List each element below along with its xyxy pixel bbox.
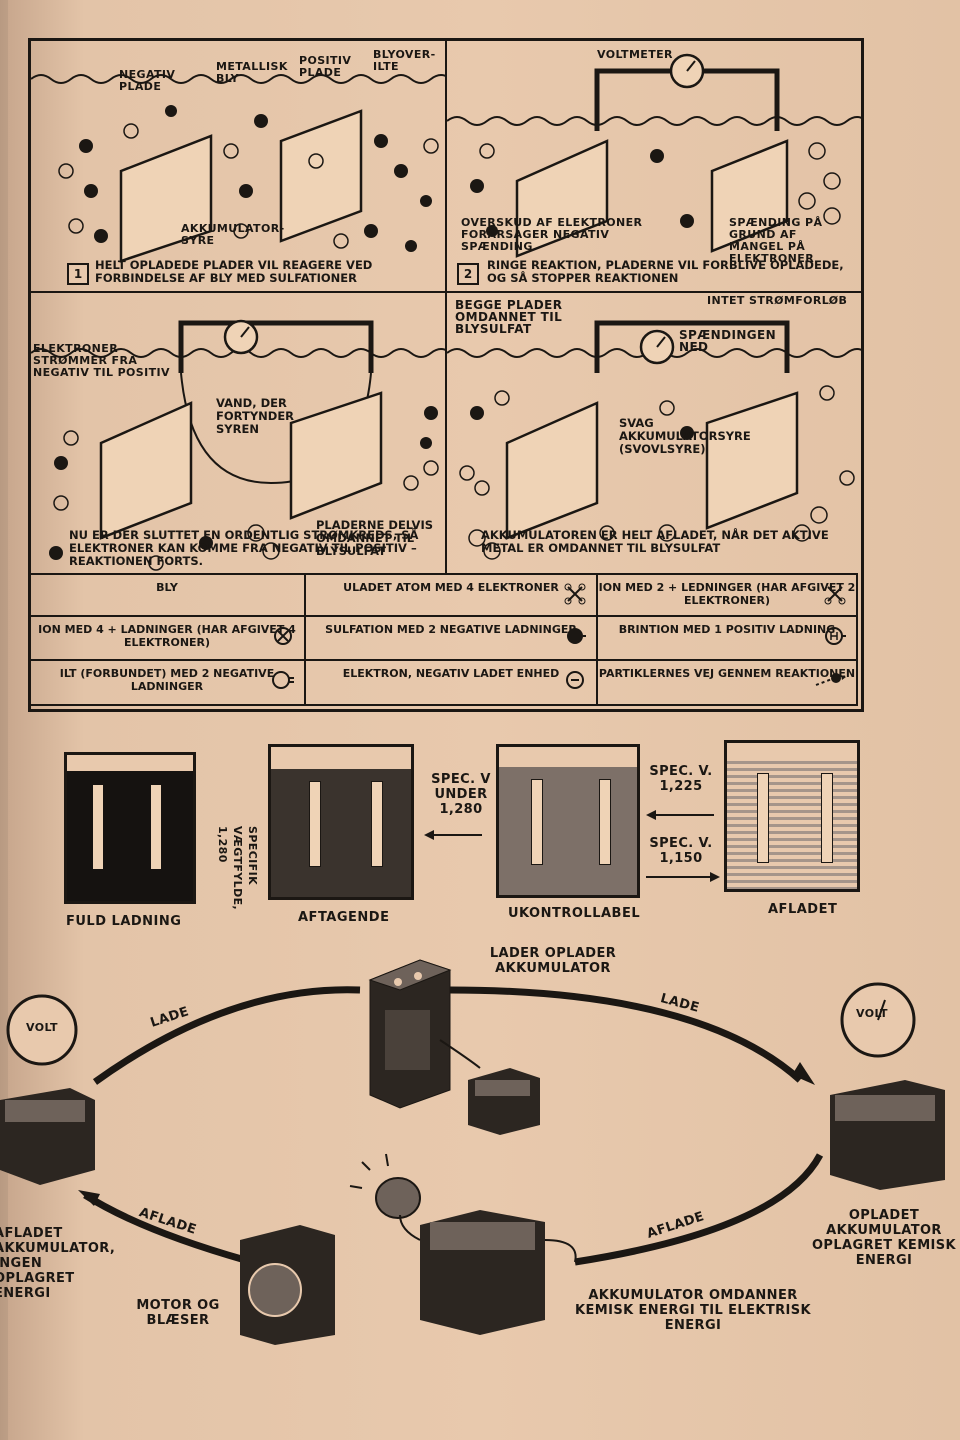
label-spec-under: SPEC. V UNDER 1,280 [431, 772, 491, 817]
label-svag-akkumulatorsyre: SVAG AKKUMULATORSYRE (SVOVLSYRE) [619, 416, 751, 456]
plate-left [93, 785, 103, 869]
panel-1-number: 1 [67, 263, 89, 285]
panel-3: ELEKTRONER STRØMMER FRA NEGATIV TIL POSI… [31, 293, 445, 573]
panel-2-number: 2 [457, 263, 479, 285]
reaction-diagram-grid: NEGATIV PLADE METALLISK BLY POSITIV PLAD… [28, 38, 864, 712]
plate-left [757, 773, 769, 863]
brintion-icon [825, 627, 846, 645]
label-opladet-akkumulator: OPLADET AKKUMULATOR OPLAGRET KEMISK ENER… [811, 1208, 957, 1268]
label-metallisk-bly: METALLISK BLY [216, 60, 288, 85]
label-lader-oplader: LADER OPLADER AKKUMULATOR [489, 946, 617, 976]
label-blyoverilte: BLYOVER-ILTE [373, 48, 436, 73]
volt-meter-left-label: VOLT [26, 1021, 58, 1034]
panel-2: VOLTMETER OVERSKUD AF ELEKTRONER FORÅRSA… [447, 41, 861, 291]
label-motor-og-blaeser: MOTOR OG BLÆSER [136, 1298, 220, 1328]
tank-afladet [724, 740, 860, 892]
arrow-to-aftagende [424, 830, 482, 840]
legend-text: ULADET ATOM MED 4 ELEKTRONER [343, 581, 559, 594]
arrow-to-afladet [646, 872, 720, 882]
ion-4-icon [274, 627, 292, 645]
label-aftagende: AFTAGENDE [298, 910, 390, 925]
label-akkumulator-omdanner: AKKUMULATOR OMDANNER KEMISK ENERGI TIL E… [575, 1288, 811, 1333]
charger-device [368, 959, 452, 1109]
label-positiv-plade: POSITIV PLADE [299, 54, 352, 79]
label-spaending: SPÆNDING PÅ GRUND AF MANGEL PÅ ELEKTRONE… [729, 216, 823, 265]
label-fuld-ladning: FULD LADNING [66, 914, 182, 929]
panel-4: BEGGE PLADER OMDANNET TIL BLYSULFAT INTE… [447, 293, 861, 573]
label-afladet-tank: AFLADET [768, 902, 838, 917]
label-specifik-vaegtfylde: SPECIFIK VÆGTFYLDE, 1,280 [216, 826, 259, 911]
plate-right [599, 779, 611, 865]
panel-4-illustration [447, 320, 861, 560]
legend-text: ILT (FORBUNDET) MED 2 NEGATIVE LADNINGER [59, 667, 275, 693]
legend-text: ION MED 2 + LEDNINGER (HAR AFGIVET 2 ELE… [598, 581, 856, 607]
panel-3-illustration [31, 319, 445, 571]
plate-right [371, 781, 383, 867]
label-vand: VAND, DER FORTYNDER SYREN [216, 396, 295, 436]
legend-cell-ion-2: ION MED 2 + LEDNINGER (HAR AFGIVET 2 ELE… [596, 573, 858, 617]
legend-cell-elektron: ELEKTRON, NEGATIV LADET ENHED [304, 659, 598, 706]
uladet-atom-icon [564, 583, 586, 605]
legend-cell-bly: BLY [28, 573, 306, 617]
ilt-icon [272, 671, 294, 689]
label-negativ-plade: NEGATIV PLADE [119, 68, 176, 93]
tank-fill-afladet [727, 761, 857, 889]
tank-fill-full [67, 771, 193, 901]
tank-aftagende [268, 744, 414, 900]
tank-fuld-ladning [64, 752, 196, 904]
ion-2-icon [824, 586, 846, 605]
panel-4-caption: AKKUMULATOREN ER HELT AFLADET, NÅR DET A… [481, 528, 829, 555]
legend-text: PARTIKLERNES VEJ GENNEM REAKTIONEN [598, 667, 856, 680]
legend-cell-ilt: ILT (FORBUNDET) MED 2 NEGATIVE LADNINGER [28, 659, 306, 706]
cycle-illustration [0, 959, 945, 1345]
volt-meter-right-label: VOLT [856, 1007, 888, 1020]
legend-cell-ion-4: ION MED 4 + LADNINGER (HAR AFGIVET 4 ELE… [28, 615, 306, 661]
elektron-icon [566, 671, 584, 689]
arrow-to-ukontrollabel [646, 810, 714, 820]
panel-2-caption: RINGE REAKTION, PLADERNE VIL FORBLIVE OP… [487, 258, 844, 285]
plate-right [151, 785, 161, 869]
legend-text: SULFATION MED 2 NEGATIVE LADNINGER [325, 623, 577, 636]
grid-divider-vertical [445, 41, 447, 573]
label-elektroner-strommer: ELEKTRONER STRØMMER FRA NEGATIV TIL POSI… [33, 342, 170, 379]
legend-text: BLY [156, 581, 178, 594]
panel-2-illustration [447, 53, 861, 258]
legend-text: BRINTION MED 1 POSITIV LADNING [618, 623, 836, 636]
legend-cell-uladet-atom: ULADET ATOM MED 4 ELEKTRONER [304, 573, 598, 617]
legend-text: ION MED 4 + LADNINGER (HAR AFGIVET 4 ELE… [38, 623, 296, 649]
legend-cell-brintion: BRINTION MED 1 POSITIV LADNING [596, 615, 858, 661]
plate-left [309, 781, 321, 867]
label-overskud: OVERSKUD AF ELEKTRONER FORÅRSAGER NEGATI… [461, 216, 643, 253]
plate-right [821, 773, 833, 863]
legend-table: BLY ULADET ATOM MED 4 ELEKTRONER ION MED… [28, 573, 858, 706]
particle-path-icon [815, 673, 846, 686]
sulfation-icon [567, 628, 586, 644]
charger-battery [468, 1068, 540, 1135]
label-spec-1150: SPEC. V. 1,150 [649, 836, 713, 866]
label-pladerne-delvis: PLADERNE DELVIS OMDANNET TIL BLYSULFAT [316, 518, 434, 558]
panel-3-caption: NU ER DER SLUTTET EN ORDENTLIG STRØMKRED… [69, 528, 419, 568]
grid-divider-horizontal [31, 291, 861, 293]
plate-left [531, 779, 543, 865]
legend-text: ELEKTRON, NEGATIV LADET ENHED [342, 667, 560, 680]
label-afladet-akkumulator: AFLADET AKKUMULATOR, INGEN OPLAGRET ENER… [0, 1226, 116, 1301]
panel-1-illustration [31, 74, 445, 263]
label-intet-stromforlob: INTET STRØMFORLØB [707, 294, 848, 307]
label-spaendingen-ned: SPÆNDINGEN NED [679, 328, 777, 354]
tank-ukontrollabel [496, 744, 640, 898]
tank-fill-aftagende [271, 769, 411, 897]
panel-1: NEGATIV PLADE METALLISK BLY POSITIV PLAD… [31, 41, 445, 291]
label-ukontrollabel: UKONTROLLABEL [508, 906, 641, 921]
label-spec-1225: SPEC. V. 1,225 [649, 764, 713, 794]
label-begge-plader: BEGGE PLADER OMDANNET TIL BLYSULFAT [455, 298, 563, 336]
label-voltmeter: VOLTMETER [597, 48, 673, 61]
label-akkumulatorsyre: AKKUMULATOR-SYRE [181, 222, 285, 247]
tank-fill-ukontrollabel [499, 767, 637, 895]
panel-1-caption: HELT OPLADEDE PLADER VIL REAGERE VED FOR… [95, 258, 373, 285]
legend-cell-partiklernes-vej: PARTIKLERNES VEJ GENNEM REAKTIONEN [596, 659, 858, 706]
legend-cell-sulfation: SULFATION MED 2 NEGATIVE LADNINGER [304, 615, 598, 661]
